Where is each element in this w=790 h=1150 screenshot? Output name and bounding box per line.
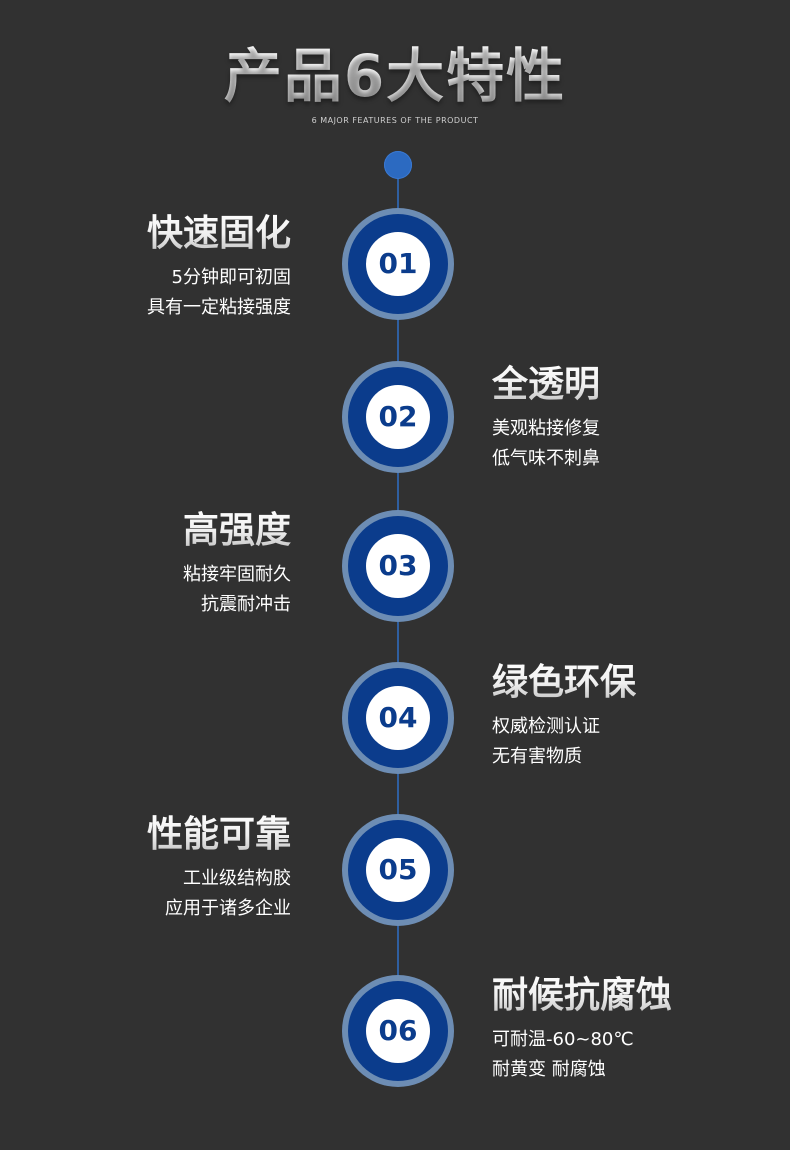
feature-02: 全透明 美观粘接修复 低气味不刺鼻 — [492, 362, 600, 474]
badge-ring: 04 — [348, 668, 448, 768]
feature-desc-line-2: 耐黄变 耐腐蚀 — [492, 1059, 606, 1080]
feature-title: 全透明 — [492, 362, 600, 408]
feature-desc-line-1: 权威检测认证 — [492, 716, 600, 737]
feature-title: 性能可靠 — [147, 812, 291, 858]
feature-desc-line-2: 应用于诸多企业 — [165, 898, 291, 919]
feature-title: 耐候抗腐蚀 — [492, 973, 672, 1019]
badge-number: 02 — [366, 385, 430, 449]
badge-ring: 01 — [348, 214, 448, 314]
feature-desc-line-2: 低气味不刺鼻 — [492, 448, 600, 469]
badge-ring: 05 — [348, 820, 448, 920]
feature-badge-03: 03 — [342, 510, 454, 622]
feature-desc-line-1: 美观粘接修复 — [492, 418, 600, 439]
badge-ring: 02 — [348, 367, 448, 467]
feature-desc-line-1: 可耐温-60~80℃ — [492, 1029, 634, 1050]
feature-title: 高强度 — [183, 508, 291, 554]
badge-number: 06 — [366, 999, 430, 1063]
feature-badge-05: 05 — [342, 814, 454, 926]
feature-desc-line-1: 工业级结构胶 — [183, 868, 291, 889]
badge-number: 04 — [366, 686, 430, 750]
feature-badge-01: 01 — [342, 208, 454, 320]
badge-ring: 03 — [348, 516, 448, 616]
badge-number: 05 — [366, 838, 430, 902]
badge-number: 03 — [366, 534, 430, 598]
feature-05: 性能可靠 工业级结构胶 应用于诸多企业 — [147, 812, 291, 924]
feature-badge-04: 04 — [342, 662, 454, 774]
feature-desc-line-2: 抗震耐冲击 — [201, 594, 291, 615]
feature-title: 快速固化 — [147, 211, 291, 257]
feature-desc-line-1: 5分钟即可初固 — [171, 267, 291, 288]
timeline-start-dot — [384, 151, 412, 179]
feature-title: 绿色环保 — [492, 660, 636, 706]
feature-03: 高强度 粘接牢固耐久 抗震耐冲击 — [183, 508, 291, 620]
page-subtitle: 6 MAJOR FEATURES OF THE PRODUCT — [311, 116, 479, 125]
feature-desc-line-2: 具有一定粘接强度 — [147, 297, 291, 318]
badge-number: 01 — [366, 232, 430, 296]
page-title: 产品6大特性 — [0, 36, 790, 116]
feature-04: 绿色环保 权威检测认证 无有害物质 — [492, 660, 636, 772]
feature-badge-06: 06 — [342, 975, 454, 1087]
feature-badge-02: 02 — [342, 361, 454, 473]
badge-ring: 06 — [348, 981, 448, 1081]
feature-desc-line-1: 粘接牢固耐久 — [183, 564, 291, 585]
feature-01: 快速固化 5分钟即可初固 具有一定粘接强度 — [147, 211, 291, 323]
feature-desc-line-2: 无有害物质 — [492, 746, 582, 767]
feature-06: 耐候抗腐蚀 可耐温-60~80℃ 耐黄变 耐腐蚀 — [492, 973, 672, 1085]
